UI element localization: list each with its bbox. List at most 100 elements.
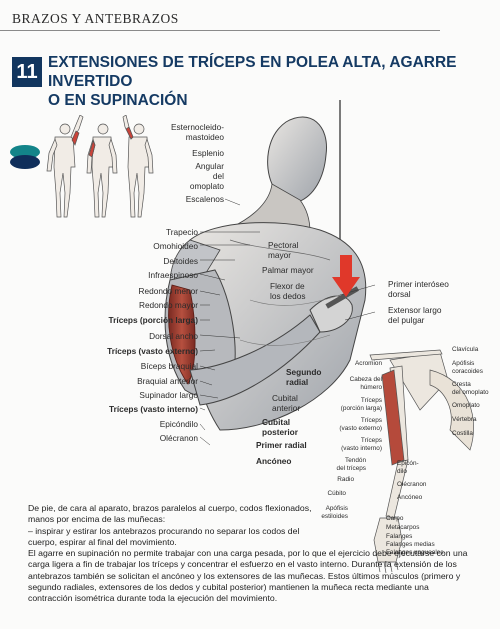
label-text: mastoideo [185,132,224,142]
label-olecranon: Olécranon [159,433,198,443]
inset-label-apofisis-estiloides: Apófisis estiloides [300,505,348,520]
header-rule [0,30,440,31]
label-text: del tríceps [336,464,366,472]
label-dorsal-ancho: Dorsal ancho [149,331,198,341]
label-text: mayor [268,250,292,260]
label-text: (vasto externo) [339,424,382,432]
label-redondo-mayor: Redondo mayor [138,300,198,310]
label-text: Apófisis [325,505,348,512]
label-esplenio: Esplenio [192,148,224,158]
label-text: Tríceps [360,397,382,404]
description-paragraph-3: El agarre en supinación no permite traba… [28,548,468,604]
exercise-title: EXTENSIONES DE TRÍCEPS EN POLEA ALTA, AG… [48,53,478,110]
inset-label-falanges-ungueales: Falanges ungueales [386,549,444,556]
label-text: anterior [272,403,301,413]
inset-label-cubito: Cúbito [327,490,346,497]
label-text: Segundo [286,367,322,377]
label-redondo-menor: Redondo menor [138,286,198,296]
inset-label-triceps-interno: Tríceps (vasto interno) [316,437,382,452]
label-text: Angular [195,161,224,171]
label-trapecio: Trapecio [166,227,198,237]
label-esternocleidomastoideo: Esternocleido- mastoideo [164,122,224,142]
thumbnail-figure-back [122,115,154,218]
triceps-muscle [168,284,196,385]
exercise-description: De pie, de cara al aparato, brazos paral… [28,503,468,605]
label-text: del omoplato [452,388,489,396]
label-text: Cubital [262,417,291,427]
inset-label-olecranon: Olécranon [397,481,427,488]
label-text: del [212,171,224,181]
label-segundo-radial: Segundo radial [286,367,322,387]
label-text: Apófisis [452,360,475,367]
inset-label-costilla: Costilla [452,430,473,437]
label-text: Pectoral [268,240,299,250]
label-text: estiloides [321,512,348,520]
label-supinador-largo: Supinador largo [139,390,198,400]
skeleton-inset [369,349,474,574]
label-text: Epicón- [397,460,419,467]
description-paragraph-2: – inspirar y estirar los antebrazos proc… [28,525,300,547]
label-triceps-vasto-externo: Tríceps (vasto externo) [107,346,198,356]
label-text: (vasto interno) [341,444,382,452]
inset-label-clavicula: Clavícula [452,346,479,353]
label-deltoides: Deltoides [163,256,198,266]
inset-label-acromion: Acromion [355,360,382,367]
label-text: posterior [262,427,298,437]
exercise-number-badge: 11 [12,57,42,87]
label-text: radial [286,377,309,387]
label-omohioideo: Omohioideo [153,241,198,251]
label-primer-radial: Primer radial [256,440,307,450]
label-triceps-porcion-larga: Tríceps (porción larga) [108,315,198,325]
clavicle [369,349,443,361]
label-cubital-posterior: Cubital posterior [262,417,298,437]
inset-label-metacarpos: Metacarpos [386,524,420,531]
movement-direction-arrow [332,255,360,297]
inset-label-apofisis-coracoides: Apófisis coracoides [452,360,483,375]
label-escalenos: Escalenos [185,194,224,204]
label-text: (porción larga) [340,404,382,412]
label-infraespinoso: Infraespinoso [148,270,198,280]
section-title: BRAZOS Y ANTEBRAZOS [12,11,179,26]
label-braquial-anterior: Braquial anterior [137,376,198,386]
inset-label-vertebra: Vértebra [452,416,477,423]
label-text: Tríceps [360,417,382,424]
thumbnail-figure-middle [86,123,118,218]
label-cubital-anterior: Cubital anterior [272,393,300,413]
inset-label-carpo: Carpo [386,515,404,522]
label-text: Extensor largo [388,305,442,315]
label-text: coracoides [452,367,483,375]
ribcage [429,369,474,451]
label-text: Tríceps [360,437,382,444]
label-text: los dedos [270,291,306,301]
label-anconeo: Ancóneo [256,456,292,466]
label-primer-interoseo-dorsal: Primer interóseo dorsal [388,279,449,299]
inset-label-triceps-larga: Tríceps (porción larga) [316,397,382,412]
pectoral-shading [229,239,331,261]
exercise-title-line2: O EN SUPINACIÓN [48,92,188,109]
label-text: Cabeza del [349,376,382,383]
label-text: dorsal [388,289,411,299]
inset-label-falanges-medias: Falanges medias [386,541,435,548]
thumbnail-figure-front [46,115,84,218]
description-paragraph-1: De pie, de cara al aparato, brazos paral… [28,503,312,525]
label-text: omoplato [189,181,224,191]
anatomical-illustration [164,100,367,431]
inset-label-triceps-externo: Tríceps (vasto externo) [316,417,382,432]
label-biceps-braquial: Bíceps braquial [140,361,198,371]
label-text: Flexor de [270,281,305,291]
navy-marker [10,155,40,169]
label-text: dilo [397,467,407,475]
label-extensor-largo-pulgar: Extensor largo del pulgar [388,305,442,325]
exercise-title-line1: EXTENSIONES DE TRÍCEPS EN POLEA ALTA, AG… [48,54,457,90]
triceps-inset [381,369,405,466]
label-text: Cresta [452,381,471,388]
inset-label-omoplato: Omoplato [452,402,480,409]
inset-label-epicondilo: Epicón- dilo [397,460,419,475]
label-text: húmero [360,383,382,391]
inset-label-radio: Radio [337,476,354,483]
label-triceps-vasto-interno: Tríceps (vasto interno) [109,404,198,414]
muscle-map-thumbnails [46,115,154,218]
label-pectoral-mayor: Pectoral mayor [268,240,298,260]
label-text: Esternocleido- [170,122,224,132]
label-angular-omoplato: Angular del omoplato [164,161,224,191]
